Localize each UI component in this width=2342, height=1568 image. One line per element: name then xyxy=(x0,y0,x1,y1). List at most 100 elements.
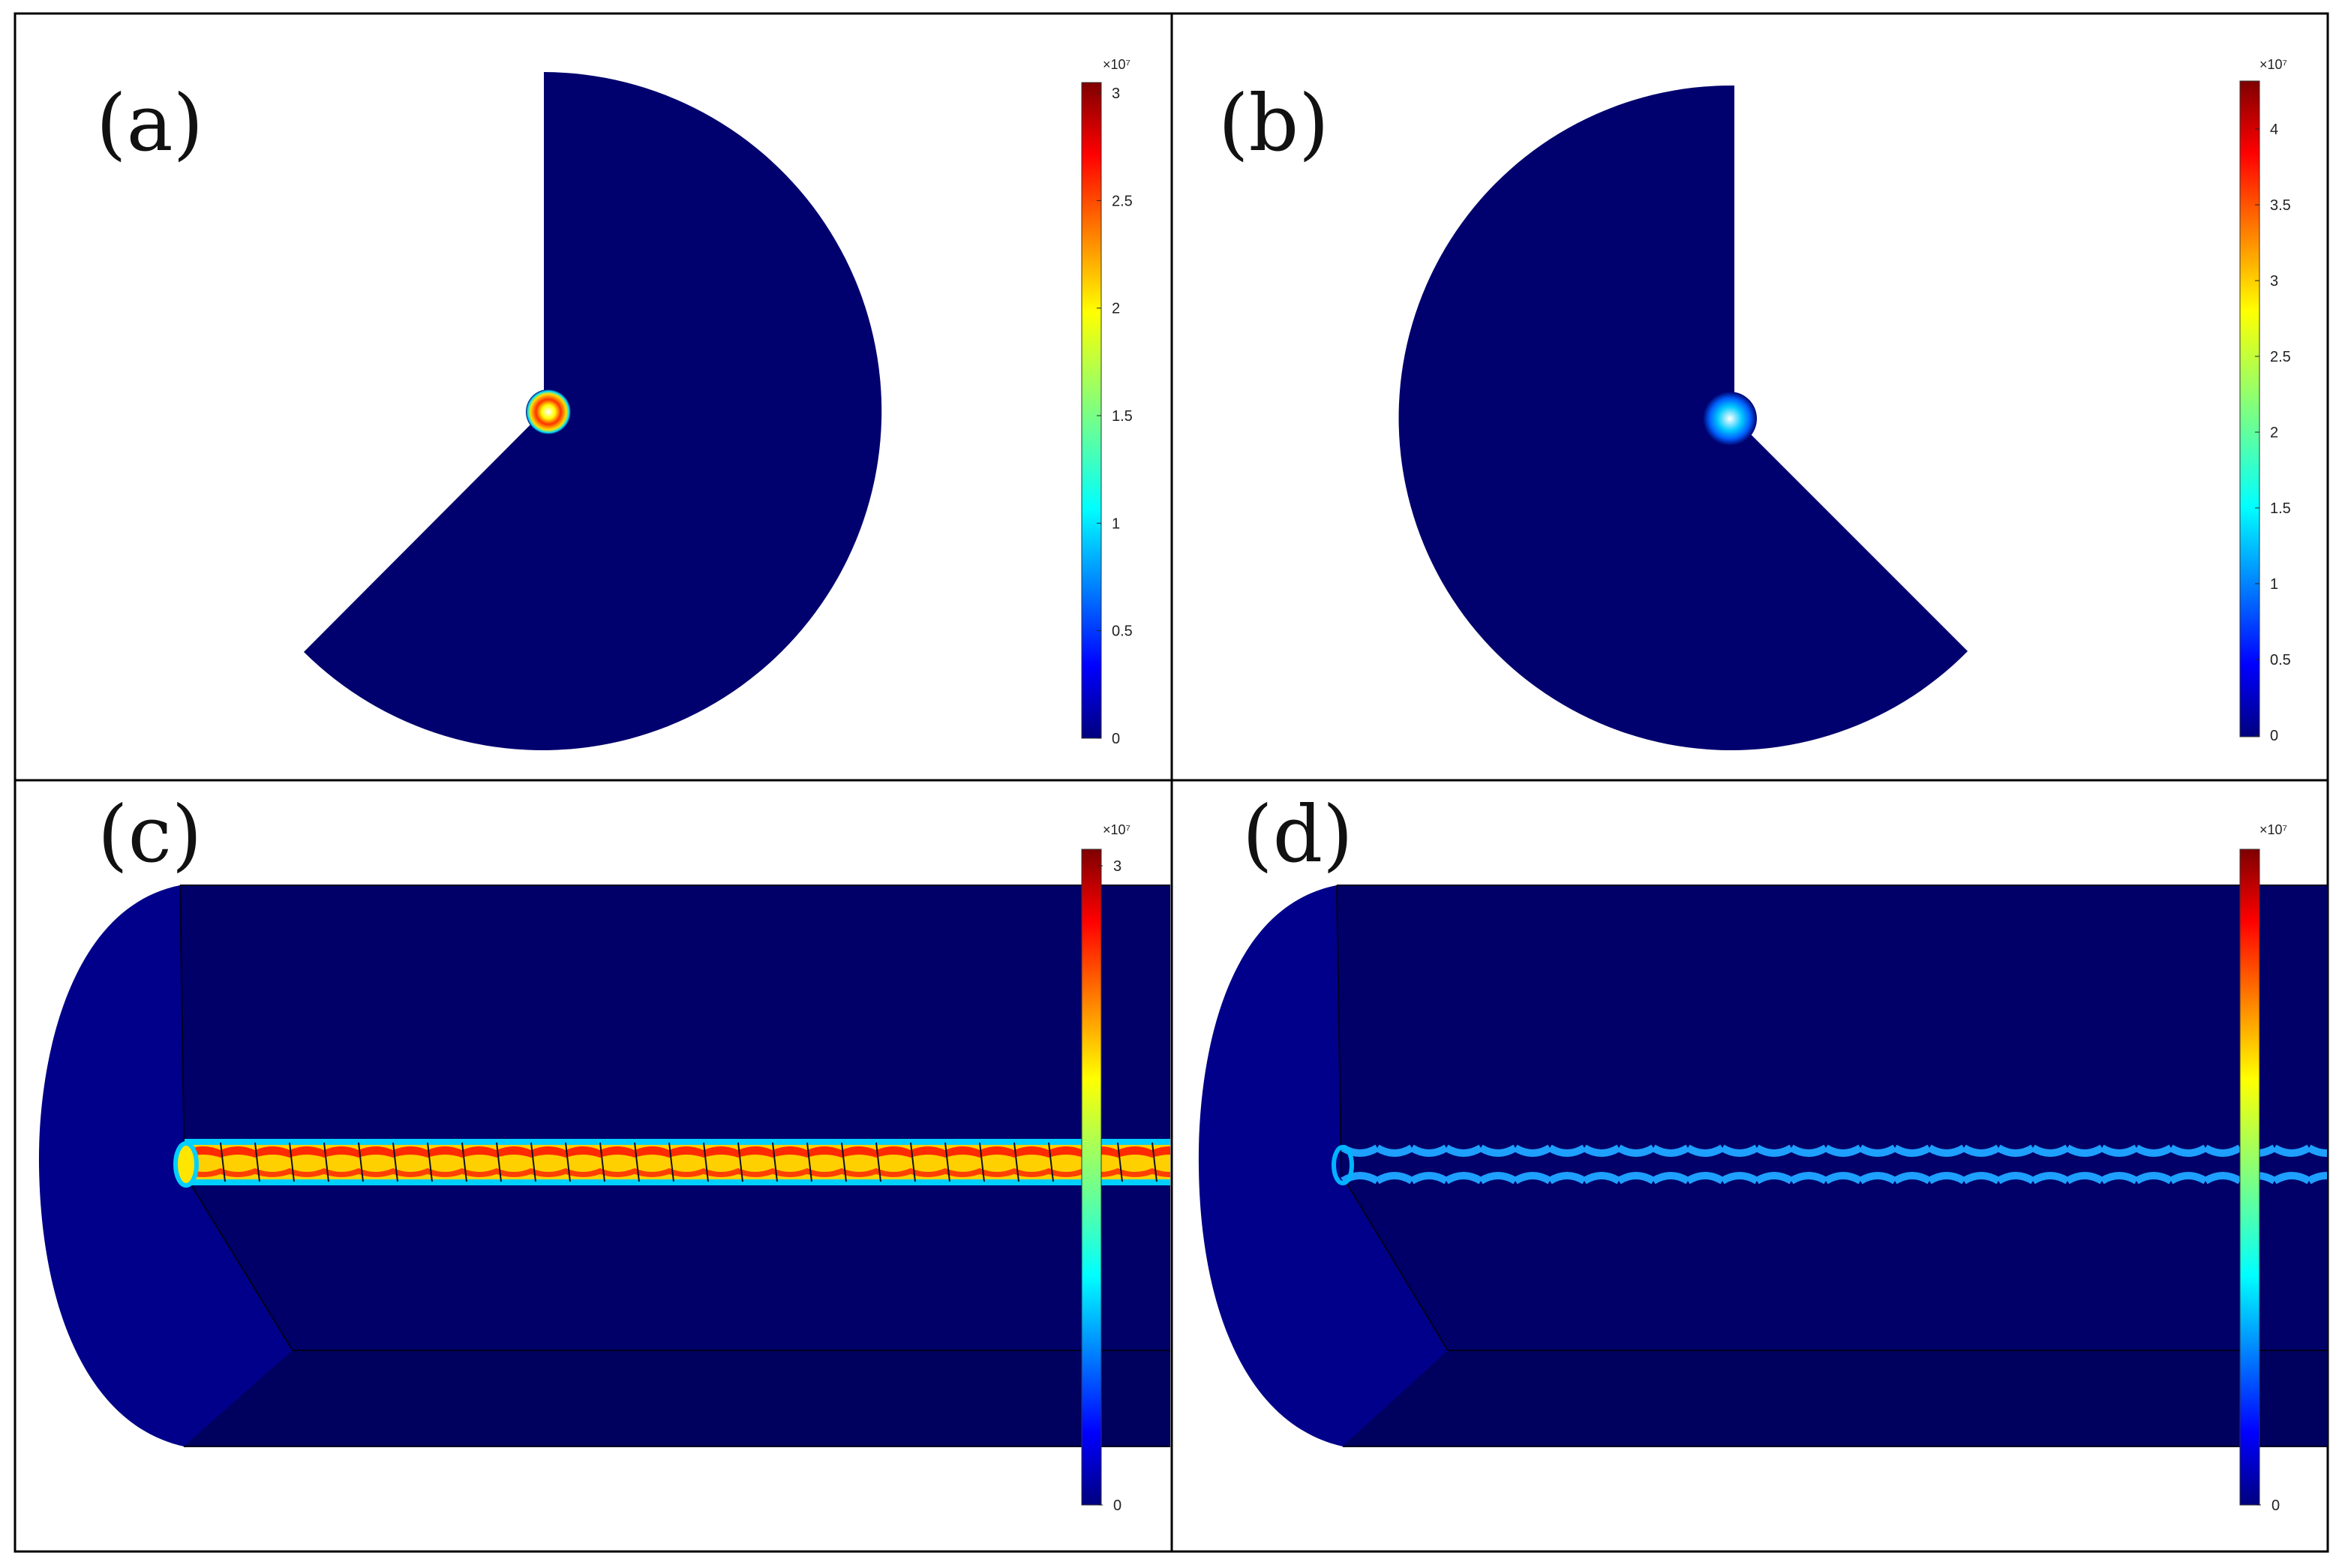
helix-cell-bottom xyxy=(428,1168,462,1177)
helix-cell-divider xyxy=(427,1142,433,1182)
helix-cell-top xyxy=(773,1146,807,1158)
helix-wave-top xyxy=(1893,1144,1932,1157)
helix-cell-bottom xyxy=(290,1168,324,1177)
helix-cell-divider xyxy=(530,1142,536,1182)
helix-wave-top xyxy=(1617,1144,1656,1157)
helix-cell-divider xyxy=(220,1142,226,1182)
panel-a-colorbar-gradient xyxy=(1081,82,1102,739)
helix-cell-divider xyxy=(289,1142,295,1182)
panel-d-helix-start xyxy=(1332,1145,1354,1185)
panel-a-hotspot xyxy=(526,389,571,434)
colorbar-tick-label: 1.5 xyxy=(1112,408,1133,425)
helix-cell-divider xyxy=(392,1142,398,1182)
panel-c-cylinder-lower-face xyxy=(184,1174,1170,1446)
panel-c-colorbar-ticks: 30 xyxy=(1098,858,1121,1514)
panel-c-cylinder-end-face xyxy=(38,885,293,1446)
panel-a-colorbar-ticks: 32.521.510.50 xyxy=(1097,86,1133,747)
panel-c-helix-strip xyxy=(173,1139,1170,1188)
helix-wave-bottom xyxy=(1858,1172,1897,1185)
panel-c-edge-vertical xyxy=(179,885,185,1175)
panel-c-edge-diagonal xyxy=(184,1173,293,1351)
panel-d-edge-vertical xyxy=(1336,885,1342,1175)
helix-wave-top xyxy=(1375,1144,1414,1157)
helix-cell-bottom xyxy=(911,1168,945,1177)
helix-wave-bottom xyxy=(1651,1172,1690,1185)
colorbar-tick-label: 1 xyxy=(1112,515,1120,532)
helix-cell-divider xyxy=(841,1142,847,1182)
helix-cell-bottom xyxy=(980,1168,1014,1177)
helix-wave-bottom xyxy=(1410,1172,1449,1185)
helix-cell-top xyxy=(807,1146,842,1158)
helix-wave-bottom xyxy=(1789,1172,1828,1185)
helix-wave-top xyxy=(1824,1144,1863,1157)
helix-wave-top xyxy=(2272,1144,2311,1157)
helix-cell-divider xyxy=(703,1142,709,1182)
panel-d-helix-cells xyxy=(1341,1144,2327,1185)
helix-cell-divider xyxy=(875,1142,881,1182)
colorbar-tick-label: 1.5 xyxy=(2270,500,2291,517)
helix-cell-top xyxy=(876,1146,911,1158)
helix-wave-bottom xyxy=(2169,1172,2208,1185)
helix-wave-top xyxy=(1513,1144,1552,1157)
colorbar-tick-label: 2.5 xyxy=(1112,193,1133,209)
helix-wave-bottom xyxy=(2031,1172,2070,1185)
helix-cell-divider xyxy=(772,1142,778,1182)
helix-cell-bottom xyxy=(738,1168,773,1177)
helix-cell-top xyxy=(359,1146,393,1158)
panel-b-colorbar-exponent: ×10⁷ xyxy=(2259,57,2287,72)
panel-c-overlay: (c) ×10⁷ 30 xyxy=(98,789,1130,1514)
helix-cell-top xyxy=(290,1146,324,1158)
panel-c-label: (c) xyxy=(98,789,202,880)
helix-cell-bottom xyxy=(635,1168,669,1177)
helix-wave-bottom xyxy=(1893,1172,1932,1185)
helix-wave-bottom xyxy=(2100,1172,2139,1185)
colorbar-tick-label: 3.5 xyxy=(2270,197,2291,214)
panel-b-colorbar-ticks: 43.532.521.510.50 xyxy=(2255,122,2291,744)
helix-cell-top xyxy=(462,1146,497,1158)
helix-wave-top xyxy=(1410,1144,1449,1157)
helix-cell-bottom xyxy=(1014,1168,1049,1177)
helix-cell-top xyxy=(738,1146,773,1158)
panel-a: (a) ×10⁷ 32.521.510.50 xyxy=(96,57,1133,750)
colorbar-tick-label: 0 xyxy=(2270,728,2278,744)
colorbar-tick-label: 3 xyxy=(1112,86,1120,102)
panel-b-colorbar: ×10⁷ 43.532.521.510.50 xyxy=(2239,57,2291,744)
helix-cell-top xyxy=(497,1146,531,1158)
helix-cell-divider xyxy=(944,1142,950,1182)
panel-d-cylinder-body xyxy=(1337,885,2327,1446)
colorbar-tick-label: 4 xyxy=(2270,122,2278,138)
helix-wave-bottom xyxy=(1962,1172,2001,1185)
helix-wave-bottom xyxy=(1444,1172,1483,1185)
helix-cell-bottom xyxy=(1049,1168,1083,1177)
helix-cell-top xyxy=(669,1146,704,1158)
panel-c-helix-start xyxy=(173,1141,199,1188)
helix-cell-top xyxy=(221,1146,255,1158)
panel-d-label: (d) xyxy=(1242,789,1353,880)
panel-b-hotspot xyxy=(1703,392,1757,446)
panel-d-overlay: (d) ×10⁷ 0 xyxy=(1242,789,2287,1514)
colorbar-tick-label: 0.5 xyxy=(2270,652,2291,668)
panel-d xyxy=(1198,885,2327,1447)
helix-cell-divider xyxy=(910,1142,916,1182)
helix-wave-bottom xyxy=(2203,1172,2242,1185)
helix-cell-divider xyxy=(1013,1142,1019,1182)
helix-cell-bottom xyxy=(842,1168,876,1177)
helix-wave-top xyxy=(2134,1144,2173,1157)
panel-d-edge-diagonal xyxy=(1341,1173,1449,1351)
helix-wave-top xyxy=(2307,1144,2327,1157)
helix-cell-divider xyxy=(806,1142,812,1182)
panel-d-colorbar: ×10⁷ 0 xyxy=(2239,822,2287,1514)
panel-a-colorbar-exponent: ×10⁷ xyxy=(1103,57,1130,72)
helix-wave-top xyxy=(2169,1144,2208,1157)
helix-cell-bottom xyxy=(255,1168,290,1177)
helix-cell-bottom xyxy=(704,1168,738,1177)
helix-wave-top xyxy=(2100,1144,2139,1157)
panel-b-label: (b) xyxy=(1218,77,1329,169)
panel-d-cylinder-end-face xyxy=(1198,885,1448,1446)
helix-cell-bottom xyxy=(359,1168,393,1177)
helix-cell-bottom xyxy=(1152,1168,1170,1177)
panel-d-cylinder-lower-face xyxy=(1341,1174,2327,1446)
colorbar-tick-label: 3 xyxy=(1113,858,1121,875)
helix-wave-top xyxy=(2031,1144,2070,1157)
